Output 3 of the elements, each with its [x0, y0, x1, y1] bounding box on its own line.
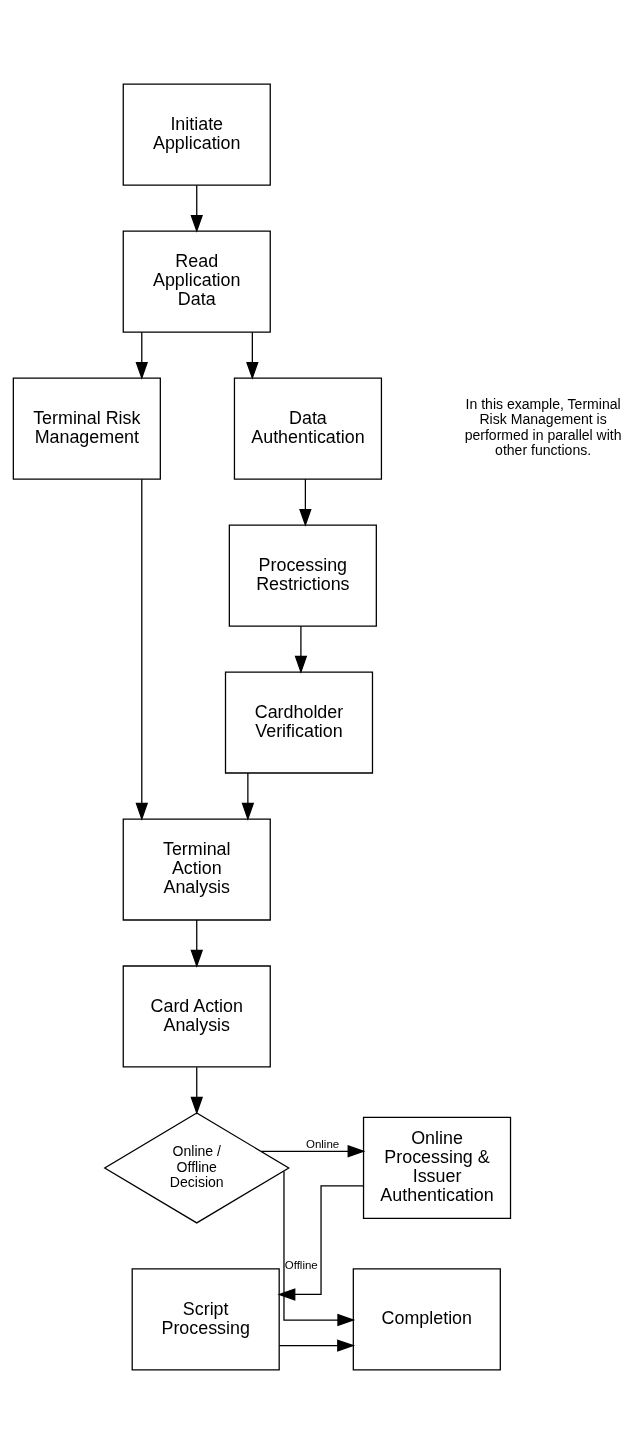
edge-label: Offline [284, 1258, 318, 1271]
edge-label: Online [305, 1137, 340, 1150]
label: In this example, Terminal Risk Management is performed in parallel with other functions. [464, 396, 622, 459]
